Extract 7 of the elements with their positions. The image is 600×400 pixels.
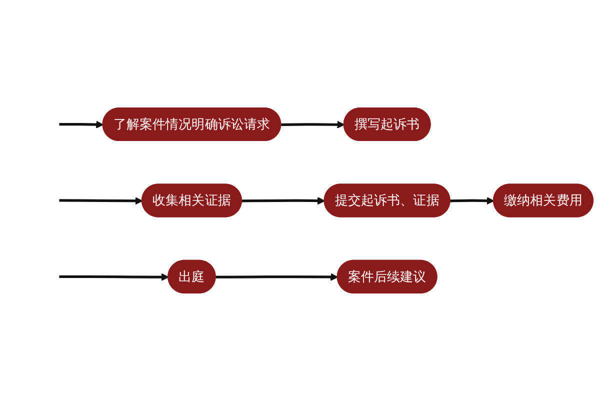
arrow: [281, 120, 345, 128]
arrow: [59, 196, 143, 204]
arrow: [216, 272, 338, 280]
arrow: [450, 196, 494, 204]
arrow: [59, 272, 169, 280]
arrow: [59, 120, 104, 128]
arrow: [242, 196, 325, 204]
